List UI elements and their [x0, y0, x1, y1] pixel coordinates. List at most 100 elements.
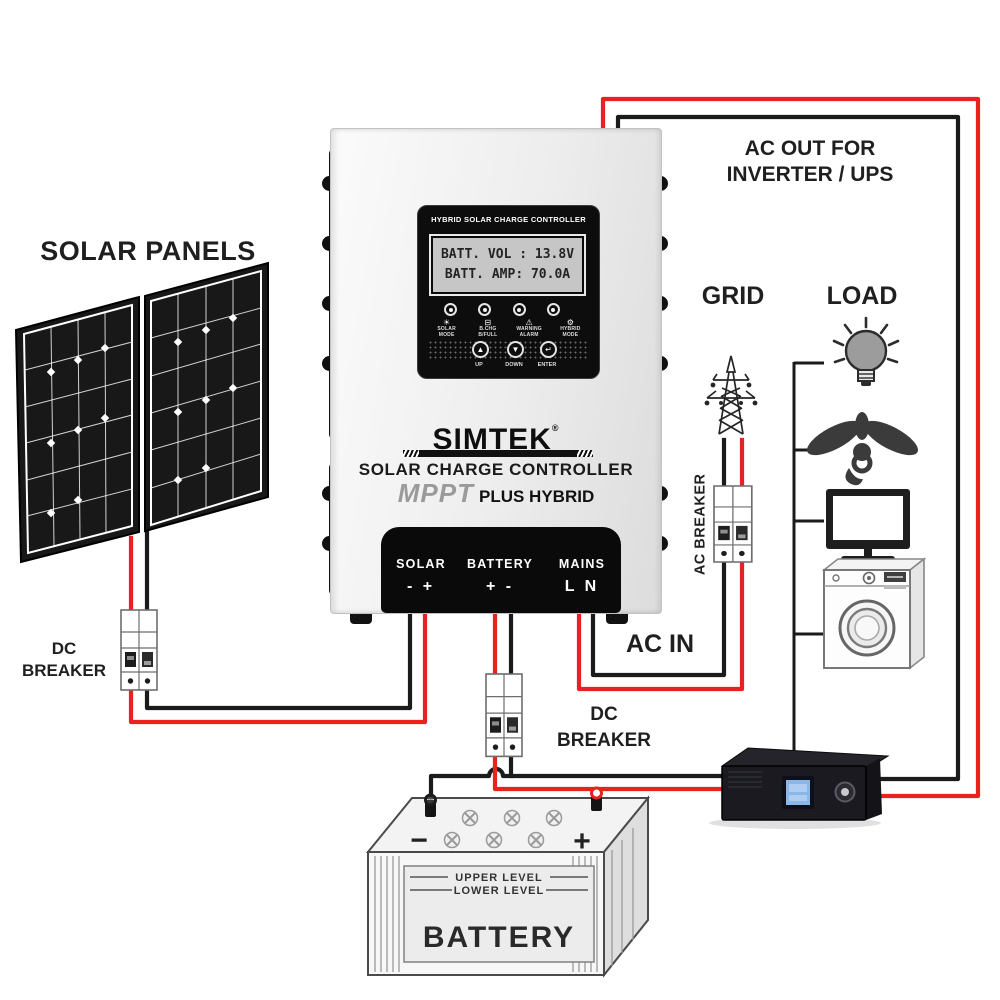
- battery-upper-level-label: UPPER LEVEL: [455, 872, 542, 884]
- ac-breaker-icon: [713, 485, 753, 563]
- wire-battery-positive: [492, 605, 727, 792]
- battery-icon: ⊟: [484, 318, 492, 327]
- indicator-label: WARNING: [516, 326, 542, 332]
- lcd-line-1: BATT. VOL : 13.8V: [440, 246, 575, 262]
- button-strip: ▲ ▼ ↵: [428, 340, 589, 359]
- indicator-label: SOLAR: [437, 326, 456, 332]
- dc-breaker-center-line1: DC: [590, 704, 618, 725]
- solar-panel-left: [14, 295, 140, 564]
- terminal-solar-polarity: - +: [406, 578, 436, 595]
- down-button[interactable]: ▼: [507, 341, 524, 358]
- indicator-solar-mode: ☀ SOLAR MODE: [426, 318, 467, 338]
- ceiling-fan-icon: [807, 412, 918, 486]
- lcd-screen: BATT. VOL : 13.8V BATT. AMP: 70.0A: [431, 236, 584, 294]
- battery-plus-symbol: +: [573, 825, 591, 858]
- indicator-label: ALARM: [519, 331, 539, 338]
- terminal-battery: BATTERY + -: [466, 557, 534, 596]
- divider-hatch-right: [577, 450, 593, 457]
- terminal-panel: SOLAR - + BATTERY + - MAINS L N: [381, 527, 621, 613]
- solar-panel-right: [144, 261, 269, 533]
- solar-panels-title: SOLAR PANELS: [40, 236, 256, 266]
- battery: UPPER LEVEL LOWER LEVEL BATTERY − +: [365, 786, 651, 978]
- brand-text: SIMTEK: [432, 423, 552, 456]
- ac-in-label: AC IN: [625, 630, 695, 658]
- ac-breaker-label: AC BREAKER: [692, 473, 709, 576]
- terminal-mains-polarity: L N: [564, 578, 600, 595]
- positive-lug: [590, 786, 603, 800]
- load-label: LOAD: [826, 282, 898, 310]
- dc-breaker-left-icon: [120, 609, 158, 691]
- gear-icon: ⚙: [566, 318, 574, 327]
- dc-breaker-center-icon: [485, 673, 523, 758]
- terminal-mains-label: MAINS: [558, 557, 606, 571]
- lcd-line-2: BATT. AMP: 70.0A: [444, 267, 571, 282]
- brand-logo: SIMTEK®: [331, 413, 661, 455]
- indicator-label: HYBRID: [560, 326, 581, 332]
- warning-led: [512, 303, 526, 316]
- terminal-mains: MAINS L N: [551, 557, 613, 596]
- terminal-solar: SOLAR - +: [387, 557, 455, 596]
- dc-breaker-center-line2: BREAKER: [557, 729, 651, 751]
- terminal-solar-label: SOLAR: [396, 557, 446, 571]
- product-name: SOLAR CHARGE CONTROLLER: [358, 460, 634, 479]
- divider-hatch-left: [403, 450, 419, 457]
- terminal-battery-label: BATTERY: [466, 557, 534, 571]
- display-panel-title: HYBRID SOLAR CHARGE CONTROLLER: [431, 215, 586, 224]
- down-button-label: DOWN: [505, 362, 523, 368]
- dc-breaker-left-line1: DC: [51, 639, 77, 658]
- hybrid-mode-led: [546, 303, 560, 316]
- terminal-battery-polarity: + -: [485, 578, 515, 595]
- mppt-suffix-text: PLUS HYBRID: [479, 487, 595, 506]
- indicator-charge: ⊟ B.CHG B/FULL: [467, 318, 508, 338]
- ac-out-line2: INVERTER / UPS: [726, 163, 894, 187]
- controller-display-panel: HYBRID SOLAR CHARGE CONTROLLER BATT. VOL…: [417, 205, 600, 379]
- wire-load-bracket: [792, 361, 824, 754]
- battery-lower-level-label: LOWER LEVEL: [454, 885, 544, 897]
- ac-out-label: AC OUT FOR INVERTER / UPS: [705, 136, 915, 189]
- up-button-label: UP: [475, 362, 483, 368]
- sun-icon: ☀: [443, 318, 451, 327]
- wire-ac-out-neutral: [615, 114, 961, 782]
- indicator-label: B.CHG: [479, 326, 497, 332]
- indicator-warning: ⚠ WARNING ALARM: [509, 318, 550, 338]
- grid-label: GRID: [701, 282, 765, 310]
- indicator-labels: ☀ SOLAR MODE ⊟ B.CHG B/FULL ⚠ WARNING AL…: [426, 318, 591, 338]
- divider-bar: [419, 450, 577, 457]
- indicator-label: B/FULL: [478, 331, 498, 338]
- indicator-hybrid-mode: ⚙ HYBRID MODE: [550, 318, 591, 338]
- solar-panel-array: [14, 261, 269, 564]
- wire-battery-negative-hook: [428, 766, 514, 800]
- enter-button-label: ENTER: [537, 362, 557, 368]
- button-labels: UP DOWN ENTER: [428, 362, 589, 370]
- product-subtitle: MPPT PLUS HYBRID: [331, 478, 661, 509]
- enter-button[interactable]: ↵: [540, 341, 557, 358]
- washing-machine-icon: [821, 557, 927, 670]
- brand-divider: [403, 450, 593, 457]
- bulb-icon: [832, 316, 900, 386]
- dc-breaker-center-label: DC BREAKER: [546, 702, 662, 753]
- indicator-label: MODE: [438, 331, 455, 338]
- registered-mark: ®: [551, 423, 560, 433]
- grid-tower-icon: [704, 355, 758, 435]
- battery-wing-nuts: [443, 809, 563, 849]
- dc-breaker-left-line2: BREAKER: [21, 661, 107, 681]
- solar-mode-led: [444, 303, 457, 316]
- charge-led: [478, 303, 492, 316]
- tv-icon: [826, 489, 910, 562]
- status-leds: [444, 303, 560, 316]
- battery-minus-symbol: −: [410, 824, 428, 857]
- controller-body: HYBRID SOLAR CHARGE CONTROLLER BATT. VOL…: [330, 128, 662, 614]
- wire-mains-line: [576, 437, 745, 692]
- charge-controller-unit: HYBRID SOLAR CHARGE CONTROLLER BATT. VOL…: [322, 128, 668, 624]
- dc-breaker-left-label: DC BREAKER: [14, 638, 114, 682]
- mppt-text: MPPT: [397, 478, 474, 508]
- wire-ac-out-line: [600, 96, 981, 799]
- battery-label: BATTERY: [423, 921, 575, 954]
- negative-lug: [424, 793, 437, 807]
- up-button[interactable]: ▲: [472, 341, 489, 358]
- inverter-ups: [709, 747, 890, 829]
- ac-out-line1: AC OUT FOR: [744, 137, 876, 160]
- warning-icon: ⚠: [525, 318, 533, 327]
